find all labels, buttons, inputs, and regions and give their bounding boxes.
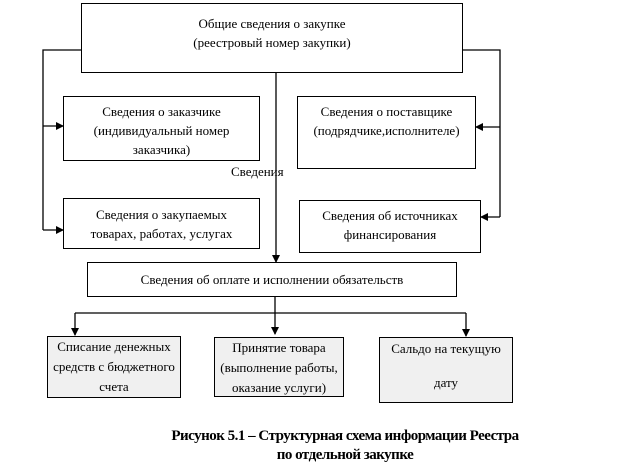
box-text: Сведения об источниках финансирования	[322, 208, 458, 242]
box-supplier: Сведения о поставщике (подрядчике,исполн…	[297, 96, 476, 169]
box-text: Сведения о поставщике (подрядчике,исполн…	[313, 104, 460, 138]
box-general-info: Общие сведения о закупке (реестровый ном…	[81, 3, 463, 73]
box-text: Списание денежных средств с бюджетного с…	[53, 339, 175, 394]
box-payment: Сведения об оплате и исполнении обязател…	[87, 262, 457, 297]
left-connector	[42, 49, 81, 230]
box-balance: Сальдо на текущую дату	[379, 337, 513, 403]
box-writeoff: Списание денежных средств с бюджетного с…	[47, 336, 181, 398]
box-text: Сведения о закупаемых товарах, работах, …	[90, 207, 233, 241]
box-text: Сведения о заказчике (индивидуальный ном…	[93, 104, 230, 157]
figure-caption: Рисунок 5.1 – Структурная схема информац…	[171, 428, 519, 463]
connector-label: Сведения	[231, 164, 284, 179]
box-text: Сальдо на текущую дату	[391, 341, 501, 390]
box-customer: Сведения о заказчике (индивидуальный ном…	[63, 96, 260, 161]
box-goods: Сведения о закупаемых товарах, работах, …	[63, 198, 260, 249]
right-connector	[462, 49, 501, 217]
box-funding: Сведения об источниках финансирования	[299, 200, 481, 253]
box-acceptance: Принятие товара (выполнение работы, оказ…	[214, 337, 344, 397]
box-text: Общие сведения о закупке (реестровый ном…	[193, 16, 351, 50]
box-text: Принятие товара (выполнение работы, оказ…	[220, 340, 338, 395]
box-text: Сведения об оплате и исполнении обязател…	[140, 272, 404, 287]
